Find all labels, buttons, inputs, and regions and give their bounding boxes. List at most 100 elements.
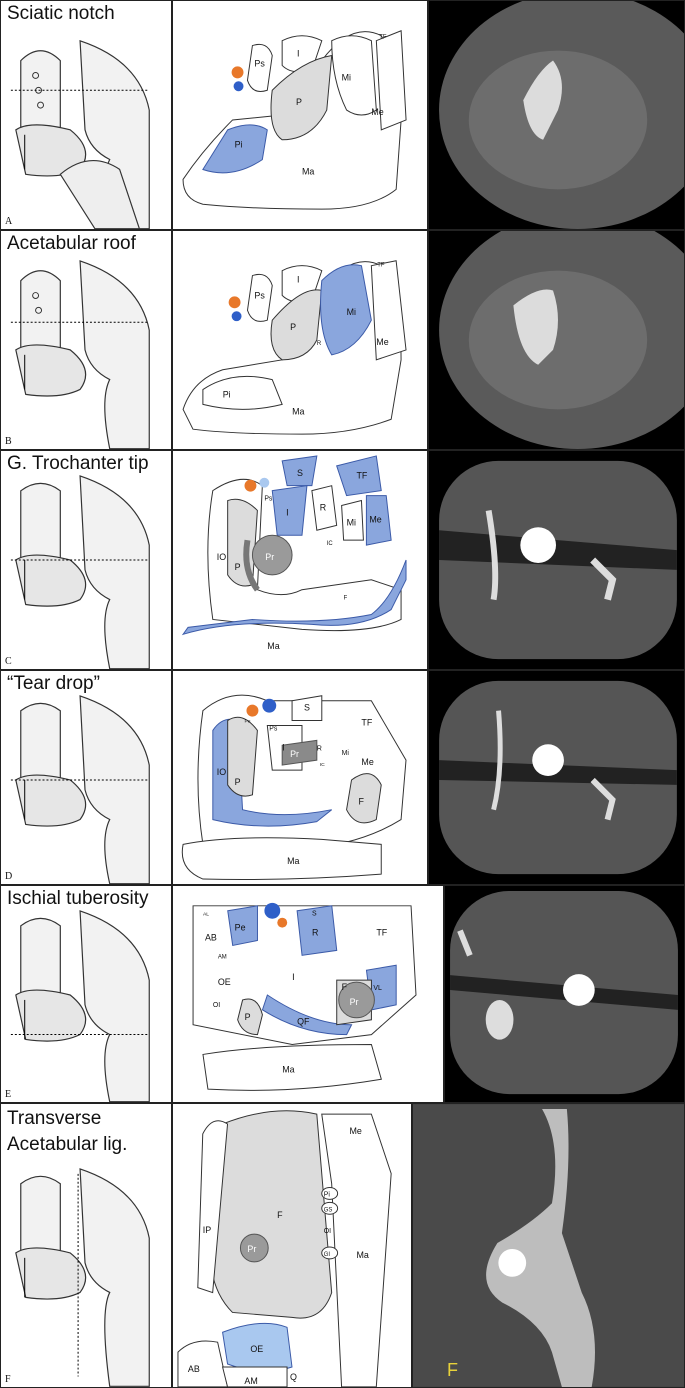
label-i-b: I xyxy=(297,275,299,285)
label-i-e: I xyxy=(292,972,294,982)
muscle-schematic-a: Ps I P Mi Me Pi Ma TF xyxy=(182,30,407,210)
label-al-e: AL xyxy=(203,912,209,918)
label-am-e: AM xyxy=(218,954,227,960)
ct-image-b xyxy=(428,230,685,450)
hip-sketch-f: Transverse Acetabular lig. F xyxy=(0,1103,172,1388)
label-s-d: S xyxy=(304,703,310,713)
label-io-d: IO xyxy=(217,767,226,777)
ct-slice-e xyxy=(450,890,678,1095)
label-io-c: IO xyxy=(217,552,226,562)
schematic-c: S Ps I R TF Mi Me Pr IO P Ma F IC xyxy=(172,450,428,670)
schematic-e: S Pe AB R TF AM OE OI P I VL F Pr QF Ma … xyxy=(172,885,444,1103)
label-ab-e: AB xyxy=(205,932,217,942)
row-label-f: F xyxy=(5,1374,11,1385)
label-pr-f: Pr xyxy=(247,1244,256,1254)
hip-sketch-c: G. Trochanter tip C xyxy=(0,450,172,670)
ct-image-c xyxy=(428,450,685,670)
label-s-c: S xyxy=(297,468,303,478)
label-pi-f: Pi xyxy=(324,1191,331,1198)
panel-row-c: G. Trochanter tip C S Ps I R TF xyxy=(0,450,685,670)
label-pi-a: Pi xyxy=(235,140,243,150)
ct-slice-d xyxy=(439,680,677,875)
label-p-c: P xyxy=(235,562,241,572)
label-oe-f: OE xyxy=(250,1344,263,1354)
label-ma-c: Ma xyxy=(267,641,279,651)
muscle-schematic-f: Me IP F Ma Pi GS OI GI Pr OE AB AM Q xyxy=(177,1110,392,1387)
muscle-schematic-e: S Pe AB R TF AM OE OI P I VL F Pr QF Ma … xyxy=(192,902,417,1091)
panel-row-a: Sciatic notch A Ps I P Mi Me Pi Ma xyxy=(0,0,685,230)
label-i-d: I xyxy=(282,742,284,752)
label-p-a: P xyxy=(296,97,302,107)
label-tf-e: TF xyxy=(376,928,387,938)
label-me-b: Me xyxy=(376,337,388,347)
label-gi-f: GI xyxy=(324,1252,331,1258)
panel-row-f: Transverse Acetabular lig. F Me IP F Ma … xyxy=(0,1103,685,1388)
label-r-c: R xyxy=(320,502,327,512)
label-me-c: Me xyxy=(369,514,381,524)
pelvis-drawing-d xyxy=(10,695,150,884)
ct-image-d xyxy=(428,670,685,885)
schematic-d: S Ps I R TF Mi Me Pr IO P Ma F Pe IC xyxy=(172,670,428,885)
label-me-d: Me xyxy=(361,757,373,767)
muscle-schematic-b: Ps I P Mi Me Pi Ma TF R xyxy=(182,260,407,435)
label-mi-d: Mi xyxy=(342,750,350,757)
label-i-c: I xyxy=(286,507,288,517)
row-label-d: D xyxy=(5,871,13,882)
ct-label-f: F xyxy=(447,1360,458,1380)
label-mi-a: Mi xyxy=(342,72,351,82)
label-oe-e: OE xyxy=(218,977,231,987)
label-pr-d: Pr xyxy=(290,749,299,759)
label-gs-f: GS xyxy=(324,1207,333,1213)
muscle-schematic-d: S Ps I R TF Mi Me Pr IO P Ma F Pe IC xyxy=(181,694,407,880)
hip-sketch-b: Acetabular roof B xyxy=(0,230,172,450)
ct-image-e xyxy=(444,885,685,1103)
pelvis-drawing-e xyxy=(10,910,150,1102)
label-mi-c: Mi xyxy=(347,517,356,527)
hip-sketch-a: Sciatic notch A xyxy=(0,0,172,230)
label-tf-b: TF xyxy=(377,263,385,269)
label-p-b: P xyxy=(290,322,296,332)
schematic-a: Ps I P Mi Me Pi Ma TF xyxy=(172,0,428,230)
label-me-a: Me xyxy=(371,107,383,117)
label-mi-b: Mi xyxy=(347,307,356,317)
label-me-f: Me xyxy=(350,1126,362,1136)
label-ip-f: IP xyxy=(203,1225,211,1235)
level-title-d: “Tear drop” xyxy=(7,673,100,694)
ct-slice-f xyxy=(413,1104,684,1387)
label-f-e: F xyxy=(342,982,348,992)
level-title-f: Transverse Acetabular lig. xyxy=(7,1108,128,1155)
panel-row-e: Ischial tuberosity E S Pe AB R TF AM xyxy=(0,885,685,1103)
label-q-f: Q xyxy=(290,1372,297,1382)
level-title-e: Ischial tuberosity xyxy=(7,888,149,909)
label-ma-f: Ma xyxy=(356,1250,368,1260)
panel-row-d: “Tear drop” D S Ps I R TF Mi Me Pr xyxy=(0,670,685,885)
ct-image-a xyxy=(428,0,685,230)
pelvis-drawing-f xyxy=(15,1168,150,1387)
label-ps-b: Ps xyxy=(254,290,265,300)
label-ps-d: Ps xyxy=(269,725,278,732)
label-tf-a: TF xyxy=(379,35,387,41)
label-pe-d: Pe xyxy=(245,719,251,725)
label-r-b: R xyxy=(317,341,322,347)
label-pr-c: Pr xyxy=(265,552,274,562)
label-f-d: F xyxy=(358,797,364,807)
label-i-a: I xyxy=(297,49,299,59)
label-ps-c: Ps xyxy=(264,496,273,503)
label-p-e: P xyxy=(245,1012,251,1022)
pelvis-drawing-c xyxy=(10,475,150,669)
pelvis-drawing-a xyxy=(10,40,150,229)
schematic-f: Me IP F Ma Pi GS OI GI Pr OE AB AM Q xyxy=(172,1103,412,1388)
label-pe-e: Pe xyxy=(235,923,246,933)
label-ab-f: AB xyxy=(188,1364,200,1374)
label-qf-e: QF xyxy=(297,1017,310,1027)
level-title-b: Acetabular roof xyxy=(7,233,136,254)
label-p-d: P xyxy=(235,777,241,787)
label-oi-f: OI xyxy=(324,1228,331,1235)
label-pi-b: Pi xyxy=(223,389,231,399)
level-title-c: G. Trochanter tip xyxy=(7,453,149,474)
label-r-e: R xyxy=(312,928,319,938)
label-s-e: S xyxy=(312,911,317,918)
label-ma-d: Ma xyxy=(287,856,299,866)
label-f-f: F xyxy=(277,1210,283,1220)
label-r-d: R xyxy=(317,745,322,752)
